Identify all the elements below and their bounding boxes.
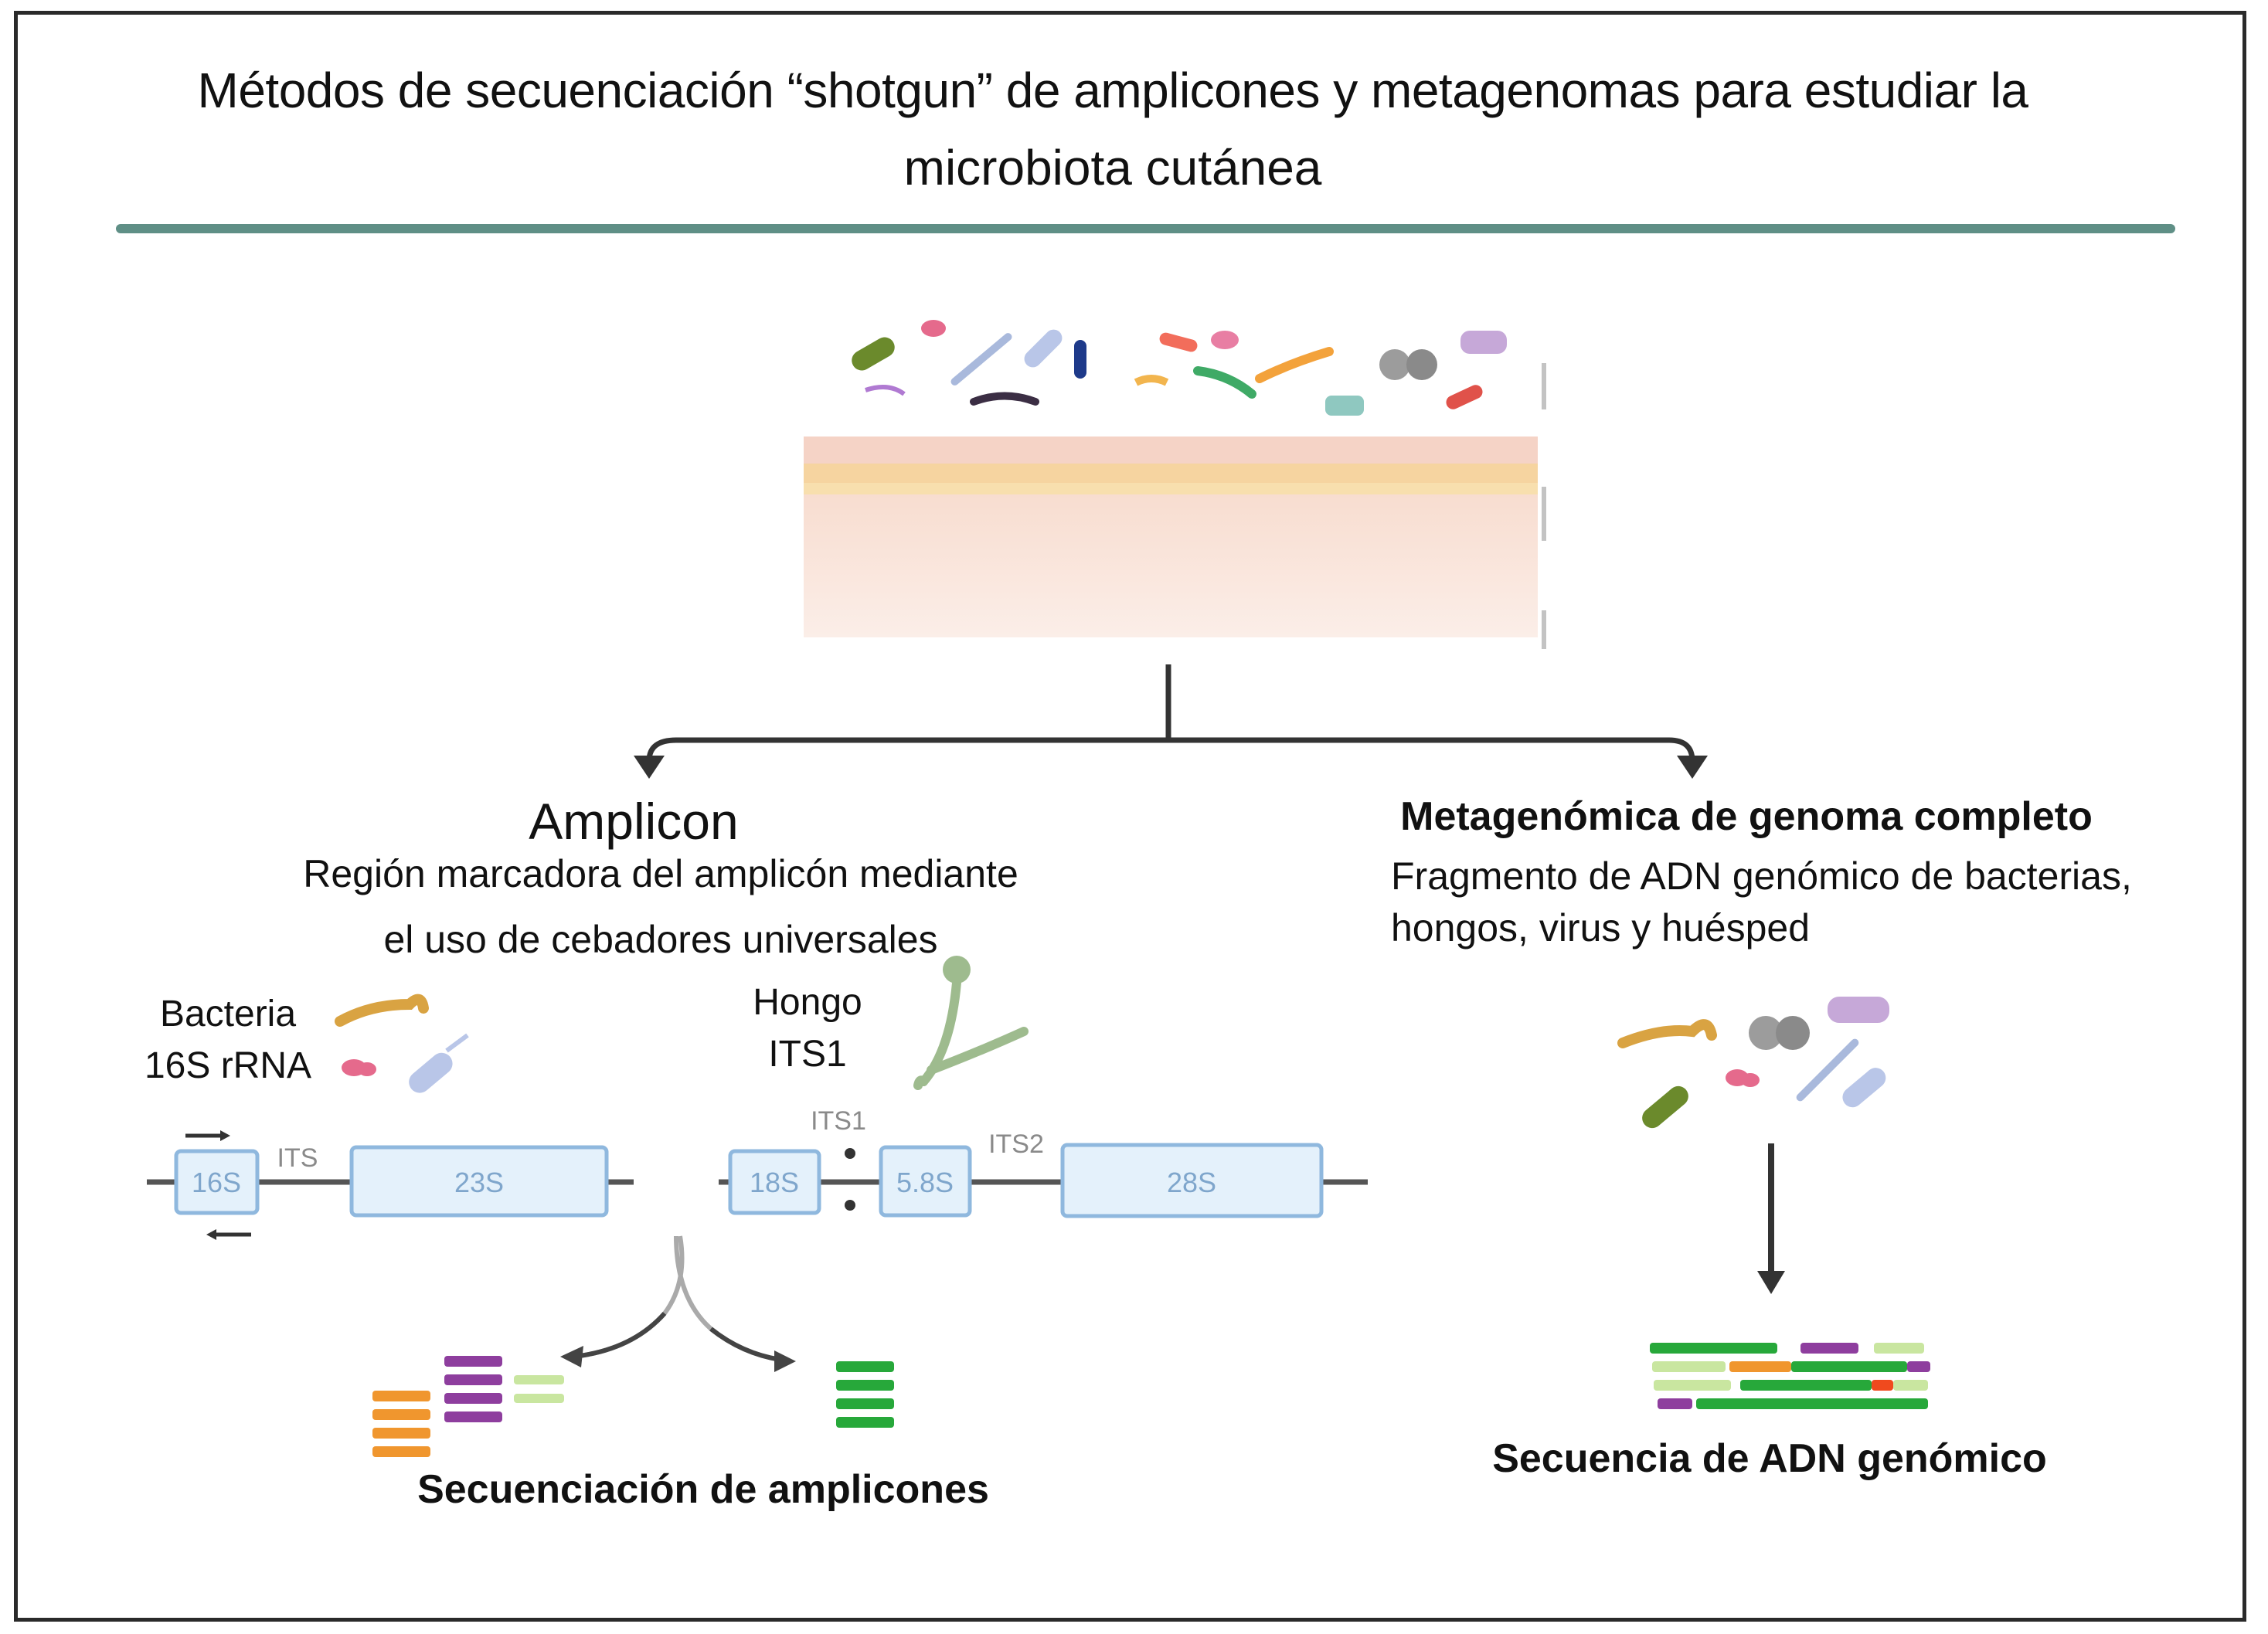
primer-dot-icon xyxy=(845,1200,855,1211)
metagenomics-desc-line2: hongos, virus y huésped xyxy=(1391,906,1811,949)
amplicon-desc-line1: Región marcadora del amplicón mediante xyxy=(303,852,1018,895)
figure-title-line2: microbiota cutánea xyxy=(903,140,1322,195)
genomic-sequence-label: Secuencia de ADN genómico xyxy=(1492,1436,2047,1481)
gene-28s-label: 28S xyxy=(1167,1167,1216,1198)
metagenomics-heading: Metagenómica de genoma completo xyxy=(1400,794,2093,839)
gene-16s-box xyxy=(174,1149,260,1215)
fungal-operon xyxy=(719,1143,1368,1218)
amplicon-reads xyxy=(372,1356,894,1457)
metagenome-down-arrow xyxy=(1757,1143,1785,1294)
gene-its-label: ITS xyxy=(277,1143,318,1173)
gene-23s-label: 23S xyxy=(454,1167,504,1198)
amplicon-split-arrows xyxy=(560,1235,796,1372)
amplicon-desc-line2: el uso de cebadores universales xyxy=(383,918,938,961)
virus-icon xyxy=(1749,1016,1783,1050)
gene-its1-label: ITS1 xyxy=(811,1106,866,1136)
gene-its2-label: ITS2 xyxy=(988,1130,1044,1159)
dermis-layer xyxy=(804,494,1538,637)
skin-section xyxy=(804,363,1546,649)
fungus-icon xyxy=(913,956,1029,1090)
filament-icon xyxy=(970,392,1039,406)
genomic-reads xyxy=(1650,1343,1930,1409)
gene-58s-box xyxy=(879,1145,972,1218)
gene-23s-box xyxy=(349,1145,609,1218)
branch-arrows xyxy=(634,664,1708,779)
bacterial-operon xyxy=(147,1130,634,1240)
arrow-left-head xyxy=(634,756,665,779)
metagenomics-desc-line1: Fragmento de ADN genómico de bacterias, xyxy=(1391,854,2132,898)
metagenome-microbes xyxy=(1617,997,1889,1129)
gene-18s-box xyxy=(728,1149,821,1215)
gene-28s-box xyxy=(1060,1143,1324,1218)
gene-58s-label: 5.8S xyxy=(896,1167,954,1198)
virus-icon xyxy=(1379,349,1410,380)
bacteria-icons xyxy=(335,994,469,1093)
gene-16s-label: 16S xyxy=(192,1167,241,1198)
bacteria-label: Bacteria xyxy=(159,994,297,1034)
dermis-band xyxy=(804,464,1538,494)
coccus-icon xyxy=(921,320,946,337)
bacteria-gene-label: 16S rRNA xyxy=(144,1045,312,1086)
amplicon-sequencing-label: Secuenciación de amplicones xyxy=(417,1467,989,1512)
primer-dot-icon xyxy=(845,1148,855,1159)
rod-bacterium-icon xyxy=(950,333,1012,386)
figure-frame xyxy=(14,11,2246,1622)
figure-title-line1: Métodos de secuenciación “shotgun” de am… xyxy=(197,63,2029,118)
gene-18s-label: 18S xyxy=(750,1167,799,1198)
skin-microbes xyxy=(852,320,1507,416)
amplicon-heading: Amplicon xyxy=(529,793,739,850)
rod-bacterium-icon xyxy=(852,337,895,371)
fungus-label: Hongo xyxy=(753,982,862,1023)
rod-bacterium-icon xyxy=(1074,340,1086,379)
arrow-right-head xyxy=(1677,756,1708,779)
fungus-gene-label: ITS1 xyxy=(768,1034,847,1075)
title-divider xyxy=(116,224,2175,233)
